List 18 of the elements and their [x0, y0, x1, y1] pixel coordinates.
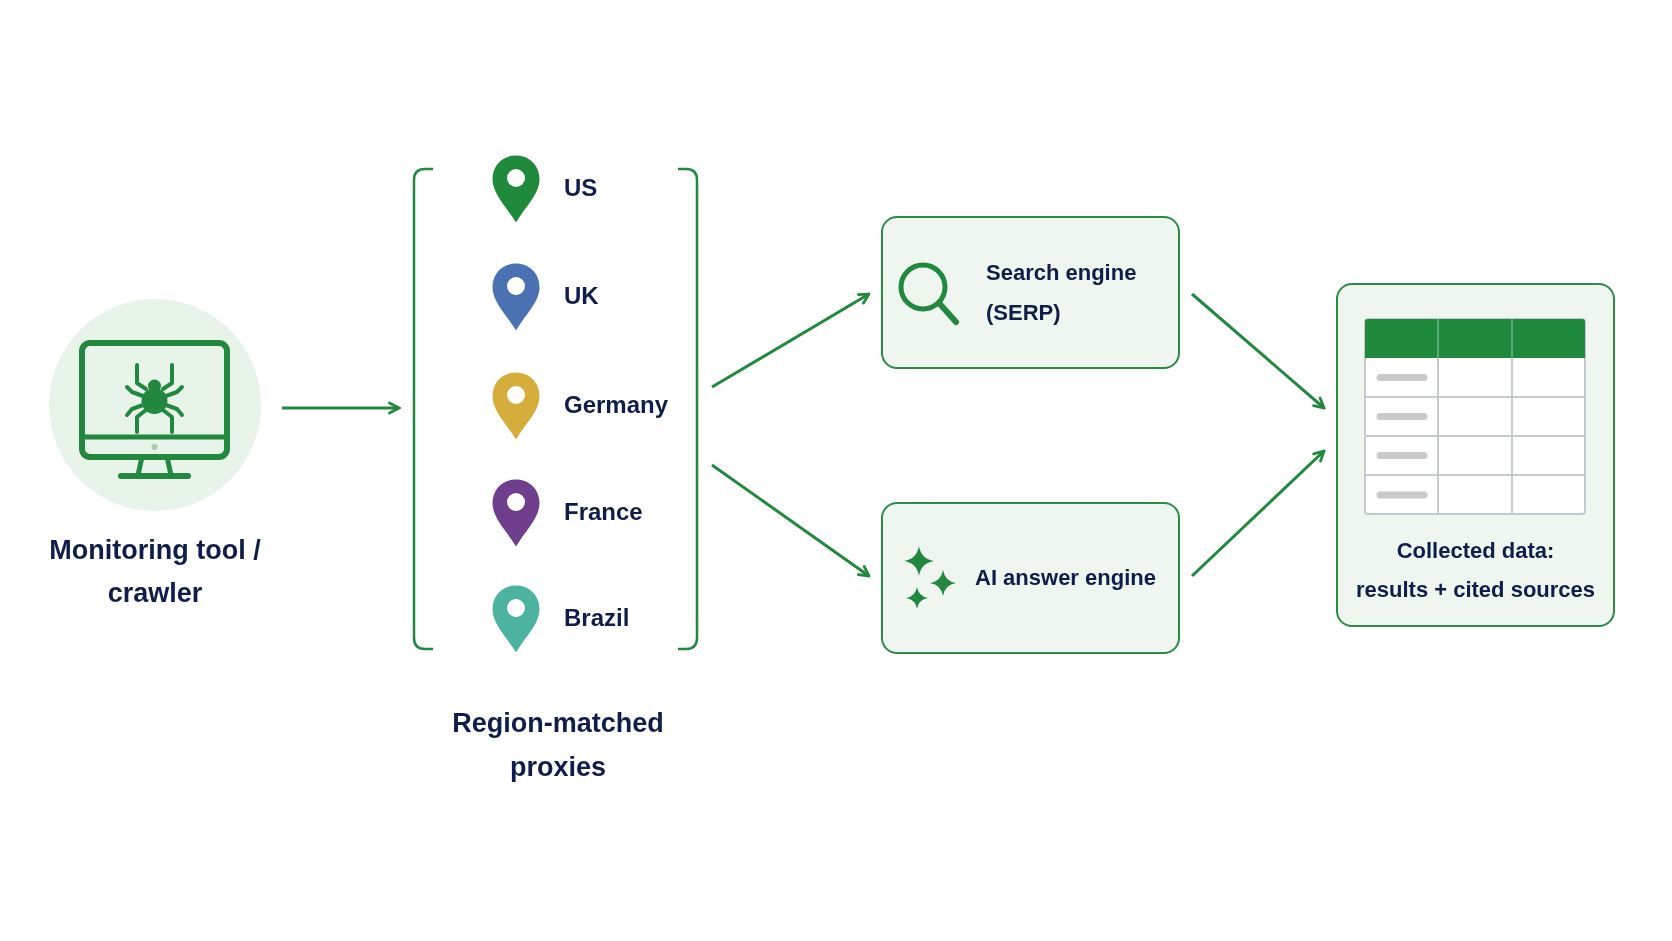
- node-label: AI answer engine: [975, 564, 1156, 592]
- process-box: [881, 216, 1180, 369]
- arrow: [1191, 292, 1326, 410]
- country-label: France: [564, 497, 643, 527]
- country-label: US: [564, 173, 598, 203]
- arrow: [282, 401, 401, 415]
- node-label: Region-matched proxies: [452, 707, 664, 784]
- arrow: [711, 463, 871, 578]
- node-label: Collected data: results + cited sources: [1355, 537, 1596, 604]
- country-label: Brazil: [564, 603, 630, 633]
- arrow: [1190, 449, 1326, 578]
- node-label: Search engine (SERP): [986, 259, 1137, 327]
- output-box: [1336, 283, 1615, 627]
- country-label: UK: [564, 281, 599, 311]
- process-box: [881, 502, 1180, 654]
- node-label: Monitoring tool / crawler: [49, 534, 261, 610]
- country-label: Germany: [564, 390, 669, 420]
- arrow: [711, 292, 871, 389]
